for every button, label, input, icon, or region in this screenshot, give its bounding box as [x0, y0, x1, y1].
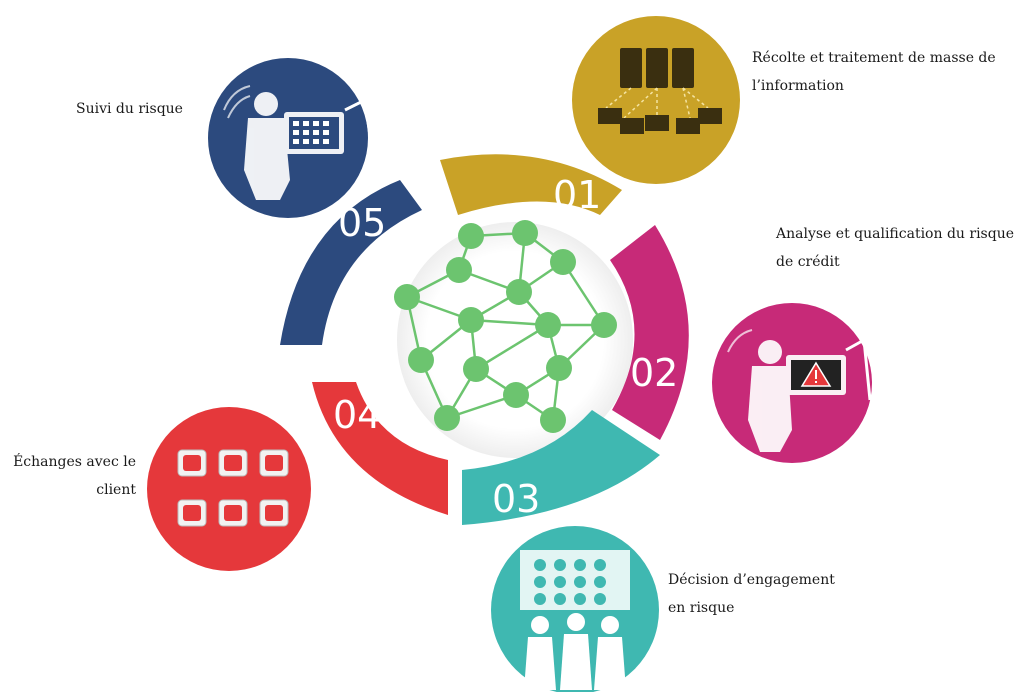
step-number-04: 04: [333, 393, 381, 437]
step-number-03: 03: [492, 477, 540, 521]
caption-01-line2: l’information: [752, 78, 844, 94]
caption-03-line2: en risque: [668, 600, 735, 616]
step-number-05: 05: [338, 201, 386, 245]
circle-05-suivi-icon: [208, 58, 374, 218]
caption-02-line1: Analyse et qualification du risque: [776, 226, 1014, 242]
circle-03-decision-icon: [491, 526, 659, 692]
caption-02: Analyse et qualification du risque de cr…: [776, 220, 1014, 276]
arc-02: [610, 225, 689, 440]
caption-04-line1: Échanges avec le: [13, 454, 136, 470]
caption-01-line1: Récolte et traitement de masse de: [752, 50, 996, 66]
arc-03: [462, 410, 660, 525]
arc-04: [312, 382, 448, 515]
circle-02-analyse-icon: [712, 303, 872, 463]
circle-04-echanges-icon: [147, 407, 311, 571]
caption-05-line1: Suivi du risque: [76, 101, 183, 117]
caption-04: Échanges avec le client: [6, 448, 136, 504]
arc-01: [440, 154, 622, 215]
caption-01: Récolte et traitement de masse de l’info…: [752, 44, 996, 100]
circle-01-recolte-icon: [572, 16, 740, 184]
caption-04-line2: client: [96, 482, 136, 498]
step-number-02: 02: [630, 351, 678, 395]
caption-03-line1: Décision d’engagement: [668, 572, 835, 588]
network-nodes: [394, 220, 617, 433]
caption-03: Décision d’engagement en risque: [668, 566, 835, 622]
caption-02-line2: de crédit: [776, 254, 840, 270]
arc-05: [280, 180, 422, 345]
caption-05: Suivi du risque: [76, 95, 183, 123]
step-number-01: 01: [553, 173, 601, 217]
arc-segments: [280, 154, 689, 525]
